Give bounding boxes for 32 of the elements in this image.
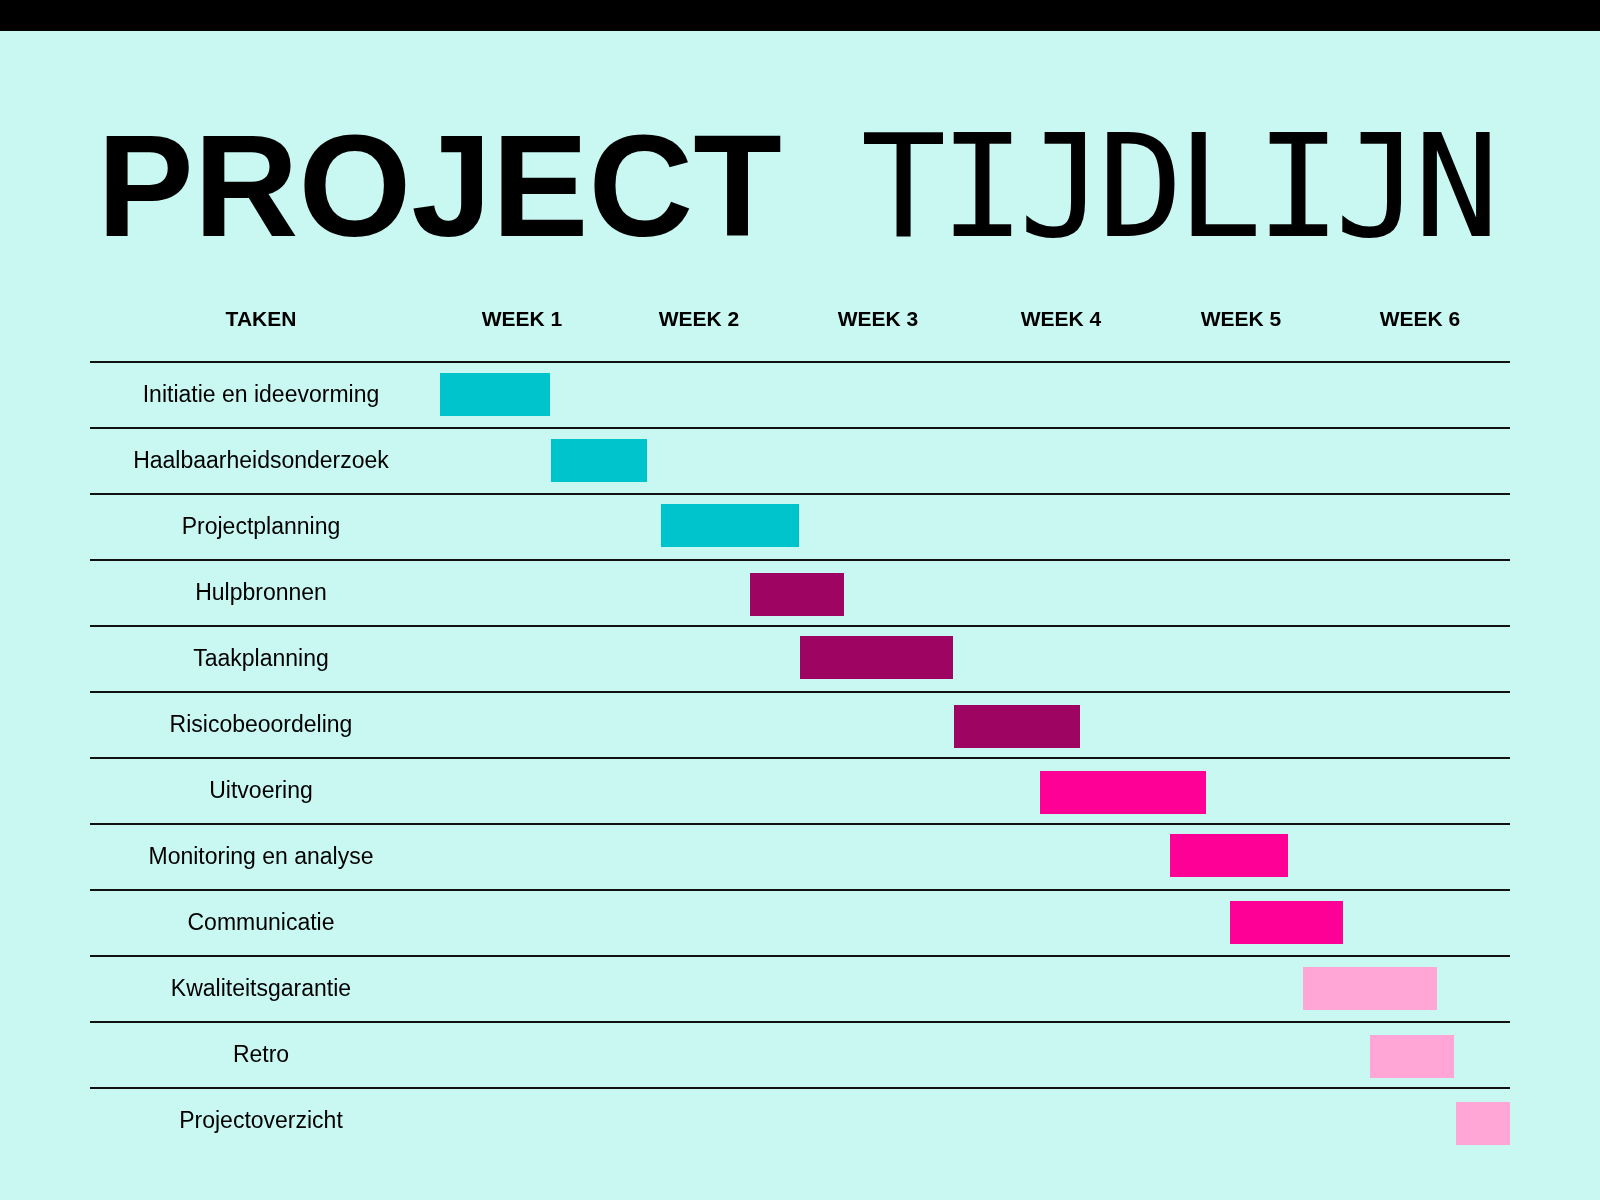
task-name: Monitoring en analyse <box>148 842 374 870</box>
task-bar <box>1456 1102 1510 1145</box>
task-bar <box>1370 1035 1454 1078</box>
column-header: WEEK 5 <box>1200 306 1282 332</box>
column-header: WEEK 3 <box>837 306 919 332</box>
task-name: Projectoverzicht <box>179 1106 343 1134</box>
task-name: Uitvoering <box>209 776 313 804</box>
task-name: Taakplanning <box>193 644 329 672</box>
task-name: Hulpbronnen <box>195 578 327 606</box>
task-name: Kwaliteitsgarantie <box>170 974 352 1002</box>
column-header: WEEK 6 <box>1379 306 1461 332</box>
task-name: Haalbaarheidsonderzoek <box>133 446 389 474</box>
task-bar <box>1040 771 1206 814</box>
task-bar <box>440 373 550 416</box>
task-bar <box>1170 834 1288 877</box>
task-bar <box>551 439 647 482</box>
page-title: PROJECT TIJDLIJN <box>97 114 1493 259</box>
task-name: Initiatie en ideevorming <box>142 380 380 408</box>
task-bar <box>661 504 799 547</box>
task-bar <box>954 705 1080 748</box>
column-header: WEEK 1 <box>481 306 563 332</box>
task-name: Projectplanning <box>181 512 341 540</box>
column-header: WEEK 4 <box>1020 306 1102 332</box>
task-name: Retro <box>232 1040 290 1068</box>
task-bar <box>1230 901 1343 944</box>
task-bar <box>1303 967 1437 1010</box>
task-bar <box>800 636 953 679</box>
task-name: Communicatie <box>187 908 335 936</box>
column-header: TAKEN <box>225 306 297 332</box>
task-name: Risicobeoordeling <box>169 710 353 738</box>
column-header: WEEK 2 <box>658 306 740 332</box>
task-bar <box>750 573 844 616</box>
